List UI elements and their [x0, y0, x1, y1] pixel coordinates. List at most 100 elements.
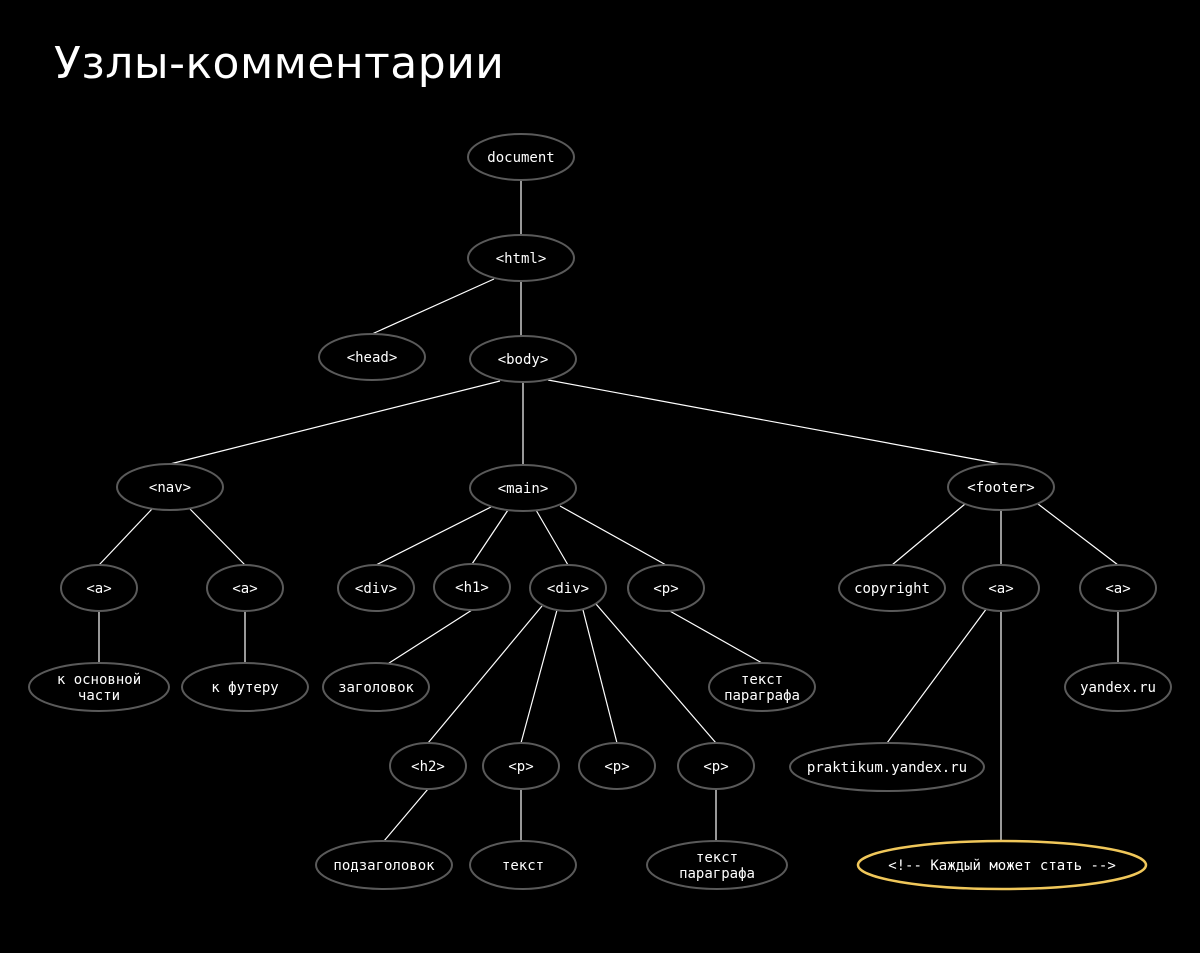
node-ellipse-copyright: [838, 564, 946, 612]
node-label-document: document: [487, 150, 554, 166]
edge-main-p-to-text-paragrafa-1: [667, 609, 763, 664]
node-label-nav-a2: <a>: [232, 581, 257, 597]
node-ellipse-document: [467, 133, 575, 181]
node-ellipse-text-k-futeru: [181, 662, 309, 712]
node-ellipse-main-h1: [433, 563, 511, 611]
node-ellipse-text-praktikum: [789, 742, 985, 792]
edge-body-to-footer: [547, 379, 1002, 465]
node-ellipse-main-p: [627, 564, 705, 612]
tree-node-div-h2: <h2>: [389, 742, 467, 790]
node-label-div-p3: <p>: [703, 759, 728, 775]
edge-main-div2-to-div-p2: [582, 609, 618, 744]
node-ellipse-div-p3: [677, 742, 755, 790]
node-label-main-p: <p>: [653, 581, 678, 597]
tree-node-text-tekst: текст: [469, 840, 577, 890]
tree-node-main-p: <p>: [627, 564, 705, 612]
node-ellipse-text-paragrafa-2: [646, 840, 788, 890]
node-ellipse-text-zagolovok: [322, 662, 430, 712]
tree-node-footer-a1: <a>: [962, 564, 1040, 612]
edge-main-div2-to-div-h2: [427, 605, 543, 744]
node-label-main-h1: <h1>: [455, 580, 489, 596]
edge-footer-a1-to-text-praktikum: [886, 607, 988, 744]
slide-title: Узлы-комментарии: [54, 38, 505, 89]
tree-node-text-podzagolovok: подзаголовок: [315, 840, 453, 890]
node-label-nav-a1: <a>: [86, 581, 111, 597]
node-label-text-k-osnovnoy: части: [78, 688, 120, 704]
tree-node-div-p1: <p>: [482, 742, 560, 790]
tree-node-text-zagolovok: заголовок: [322, 662, 430, 712]
edge-main-h1-to-text-zagolovok: [385, 609, 473, 666]
tree-node-div-p3: <p>: [677, 742, 755, 790]
node-label-text-paragrafa-2: текст: [696, 850, 738, 866]
tree-node-footer: <footer>: [947, 463, 1055, 511]
node-label-text-podzagolovok: подзаголовок: [333, 858, 435, 874]
node-label-main-div2: <div>: [547, 581, 589, 597]
node-ellipse-footer-a1: [962, 564, 1040, 612]
node-label-div-p2: <p>: [604, 759, 629, 775]
tree-node-nav: <nav>: [116, 463, 224, 511]
tree-node-html: <html>: [467, 234, 575, 282]
edge-div-h2-to-text-podzagolovok: [383, 788, 429, 842]
node-label-footer-a1: <a>: [988, 581, 1013, 597]
node-ellipse-text-podzagolovok: [315, 840, 453, 890]
edges-layer: [98, 180, 1119, 842]
tree-node-nav-a2: <a>: [206, 564, 284, 612]
node-label-div-p1: <p>: [508, 759, 533, 775]
node-ellipse-body: [469, 335, 577, 383]
edge-html-to-head: [371, 278, 495, 335]
edge-main-to-main-h1: [471, 509, 509, 565]
tree-node-text-k-futeru: к футеру: [181, 662, 309, 712]
node-ellipse-comment-node: [856, 839, 1148, 891]
edge-nav-to-nav-a2: [189, 508, 246, 566]
node-label-text-k-futeru: к футеру: [211, 680, 278, 696]
node-label-text-paragrafa-2: параграфа: [679, 866, 755, 882]
node-ellipse-nav-a2: [206, 564, 284, 612]
tree-node-footer-a2: <a>: [1079, 564, 1157, 612]
node-label-main: <main>: [498, 481, 549, 497]
node-ellipse-head: [318, 333, 426, 381]
node-label-text-tekst: текст: [502, 858, 544, 874]
tree-node-main-h1: <h1>: [433, 563, 511, 611]
node-label-text-zagolovok: заголовок: [338, 680, 414, 696]
node-label-main-div1: <div>: [355, 581, 397, 597]
node-ellipse-main-div1: [337, 564, 415, 612]
node-label-comment-node: <!-- Каждый может стать -->: [888, 858, 1116, 874]
node-ellipse-text-yandex: [1064, 662, 1172, 712]
tree-node-div-p2: <p>: [578, 742, 656, 790]
edge-main-to-main-div2: [535, 509, 569, 566]
edge-body-to-nav: [169, 380, 501, 465]
node-ellipse-footer: [947, 463, 1055, 511]
tree-node-text-praktikum: praktikum.yandex.ru: [789, 742, 985, 792]
tree-node-main: <main>: [469, 464, 577, 512]
tree-node-head: <head>: [318, 333, 426, 381]
edge-nav-to-nav-a1: [98, 508, 153, 566]
node-ellipse-html: [467, 234, 575, 282]
edge-footer-to-copyright: [891, 503, 966, 566]
node-ellipse-div-h2: [389, 742, 467, 790]
tree-node-nav-a1: <a>: [60, 564, 138, 612]
node-ellipse-main: [469, 464, 577, 512]
tree-node-document: document: [467, 133, 575, 181]
node-label-body: <body>: [498, 352, 549, 368]
node-label-html: <html>: [496, 251, 547, 267]
nodes-layer: document <html> <head> <body> <nav> <main> <fo…: [28, 133, 1172, 891]
edge-main-div2-to-div-p1: [520, 609, 558, 744]
node-ellipse-div-p1: [482, 742, 560, 790]
node-label-head: <head>: [347, 350, 398, 366]
node-label-copyright: copyright: [854, 581, 930, 597]
node-ellipse-div-p2: [578, 742, 656, 790]
tree-node-main-div1: <div>: [337, 564, 415, 612]
node-label-text-paragrafa-1: параграфа: [724, 688, 800, 704]
node-label-text-k-osnovnoy: к основной: [57, 672, 141, 688]
node-label-footer-a2: <a>: [1105, 581, 1130, 597]
tree-node-comment-node: <!-- Каждый может стать -->: [856, 839, 1148, 891]
tree-node-text-yandex: yandex.ru: [1064, 662, 1172, 712]
node-ellipse-nav-a1: [60, 564, 138, 612]
node-ellipse-text-tekst: [469, 840, 577, 890]
node-ellipse-text-paragrafa-1: [708, 662, 816, 712]
